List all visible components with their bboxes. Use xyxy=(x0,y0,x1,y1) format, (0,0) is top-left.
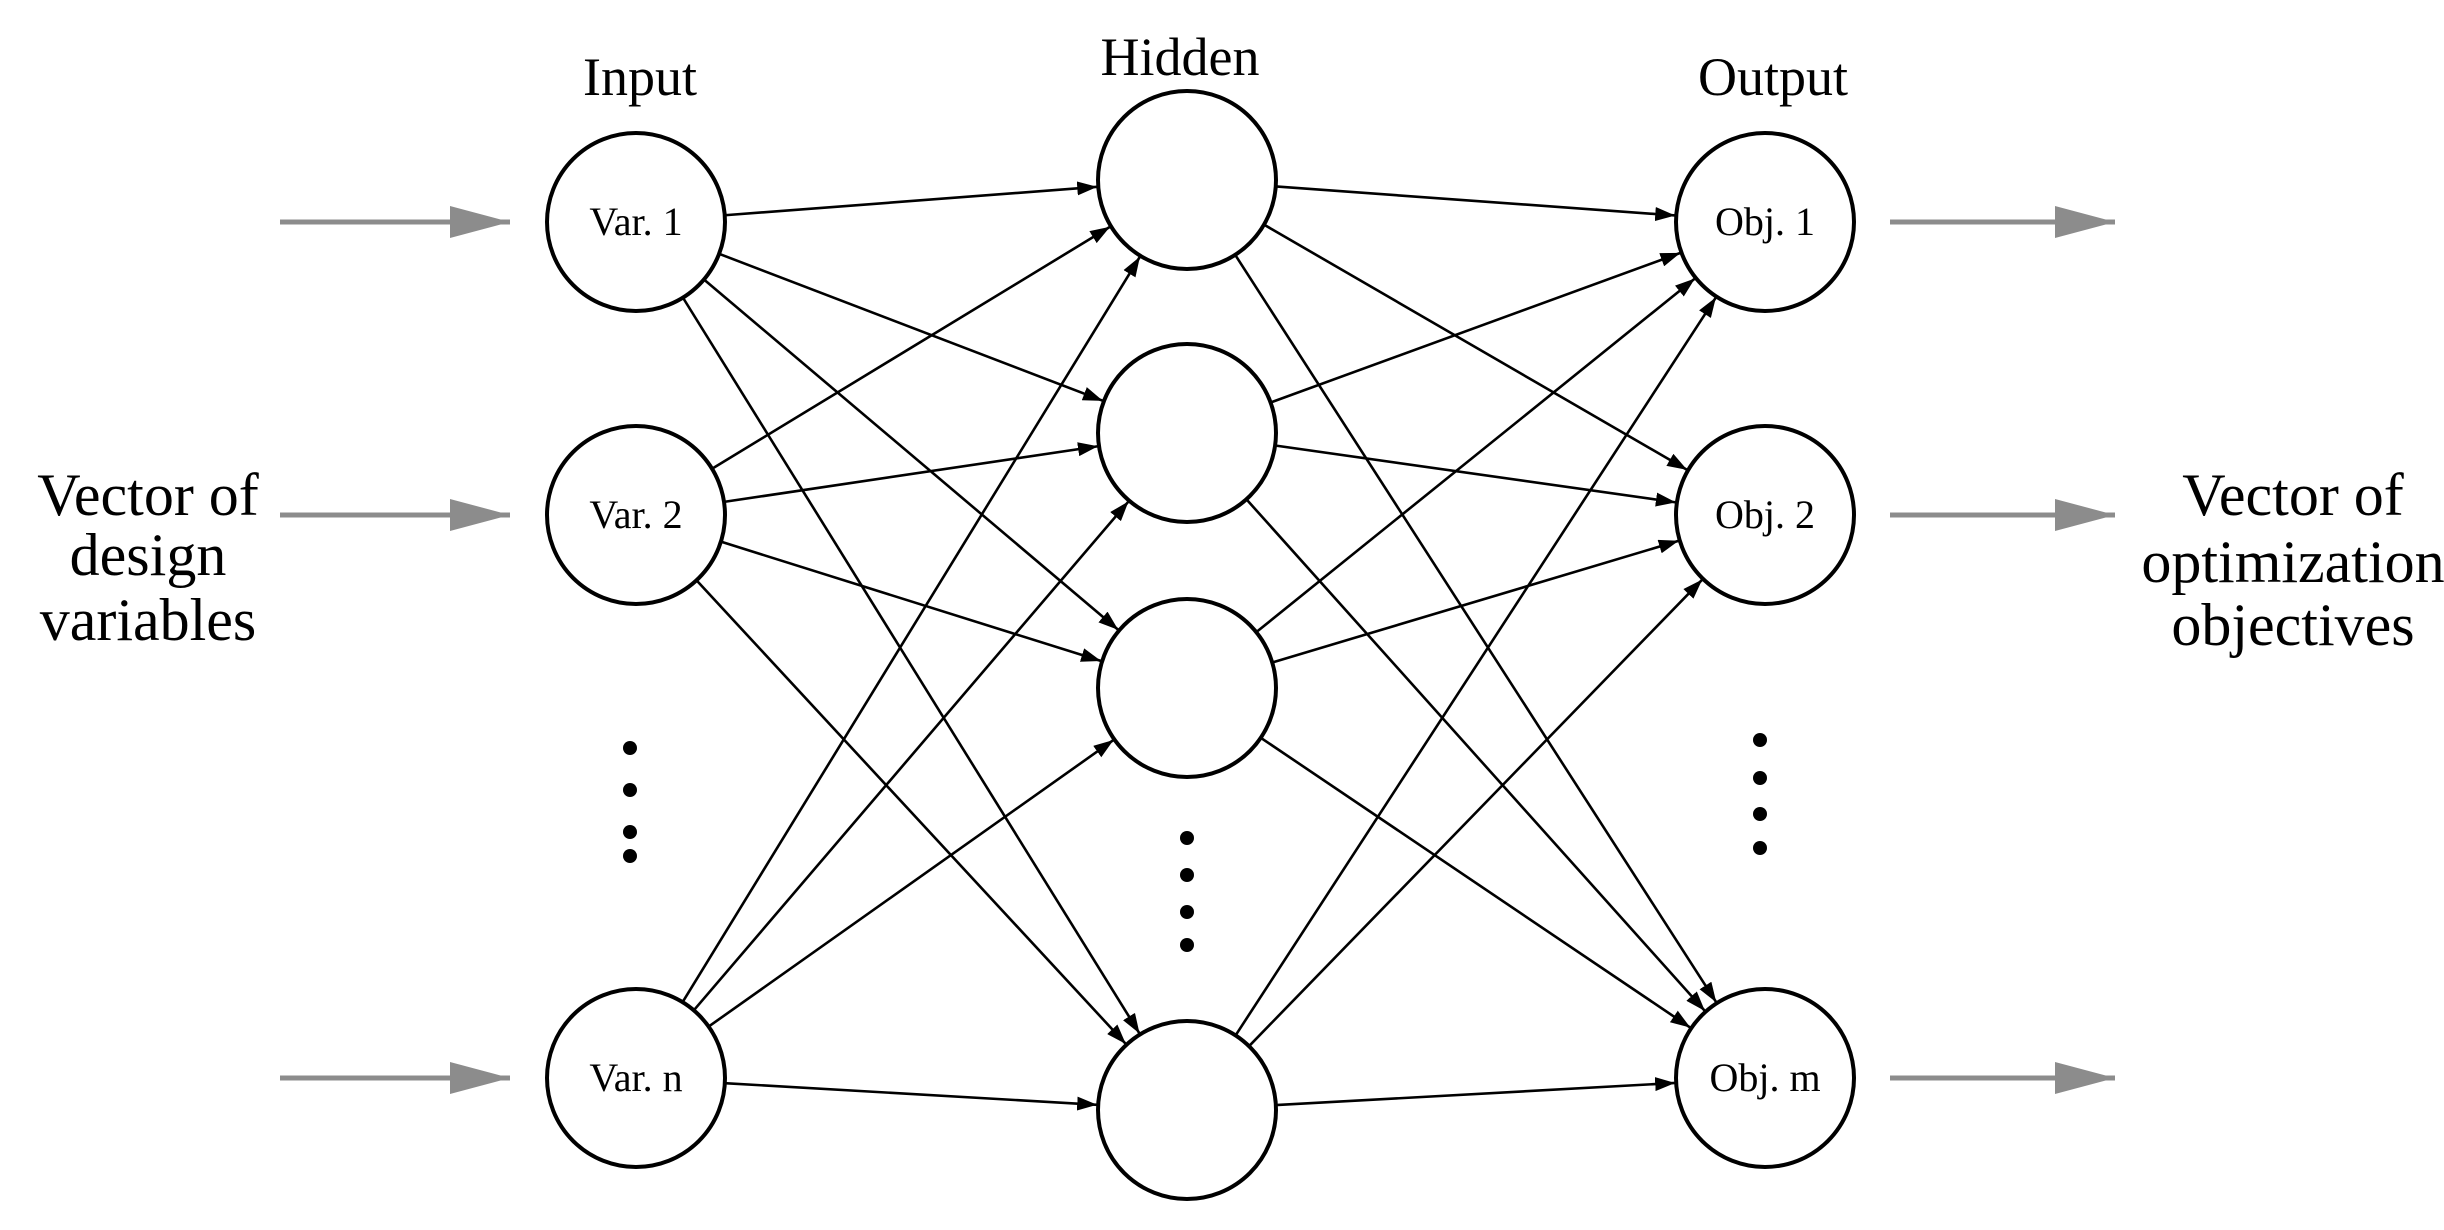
hidden-output-connection xyxy=(1245,498,1706,1012)
input-hidden-connection xyxy=(720,540,1102,663)
hidden-output-connection xyxy=(1248,578,1704,1048)
io-arrows-group xyxy=(280,206,2115,1094)
hidden-output-connection xyxy=(1263,223,1688,471)
hidden-output-connection xyxy=(1275,185,1676,222)
input-node-n: Var. n xyxy=(545,987,727,1169)
hidden-layer-title: Hidden xyxy=(1101,27,1260,87)
left-label-line: design xyxy=(70,522,227,588)
input-hidden-connection xyxy=(718,252,1104,403)
right-label-line: Vector of xyxy=(2182,462,2404,528)
output-node-m: Obj. m xyxy=(1674,987,1856,1169)
input-hidden-connection xyxy=(723,442,1099,504)
right-label-line: optimization xyxy=(2141,529,2444,595)
hidden-ellipsis xyxy=(1180,831,1194,952)
input-hidden-connection xyxy=(681,256,1142,1003)
input-node-label: Var. n xyxy=(589,1055,682,1100)
output-node-label: Obj. m xyxy=(1709,1055,1820,1100)
output-node-label: Obj. 1 xyxy=(1715,199,1815,244)
connections-group xyxy=(681,181,1718,1111)
input-hidden-connection xyxy=(681,296,1141,1035)
hidden-output-connection xyxy=(1270,251,1681,404)
input-node-label: Var. 1 xyxy=(589,199,682,244)
hidden-output-connection xyxy=(1260,736,1692,1029)
input-layer-title: Input xyxy=(583,47,697,107)
hidden-output-connection xyxy=(1271,539,1680,664)
input-hidden-connection xyxy=(724,181,1098,217)
output-node-label: Obj. 2 xyxy=(1715,492,1815,537)
input-hidden-connection xyxy=(707,738,1115,1028)
design-variables-label: Vector of design variables xyxy=(37,462,259,653)
hidden-node-3 xyxy=(1096,597,1278,779)
hidden-output-connection xyxy=(1234,296,1717,1037)
input-hidden-connection xyxy=(692,500,1130,1012)
hidden-output-connection xyxy=(1275,1077,1676,1107)
input-ellipsis xyxy=(623,741,637,863)
hidden-node-2 xyxy=(1096,342,1278,524)
input-node-2: Var. 2 xyxy=(545,424,727,606)
hidden-output-connection xyxy=(1255,277,1696,634)
left-label-line: Vector of xyxy=(37,462,259,528)
hidden-output-connection xyxy=(1234,254,1718,1004)
input-hidden-connection xyxy=(703,278,1120,631)
hidden-node-1 xyxy=(1096,89,1278,271)
input-node-1: Var. 1 xyxy=(545,131,727,313)
input-hidden-connection xyxy=(695,579,1127,1045)
output-ellipsis xyxy=(1753,733,1767,855)
optimization-objectives-label: Vector of optimization objectives xyxy=(2141,462,2444,658)
output-node-1: Obj. 1 xyxy=(1674,131,1856,313)
left-label-line: variables xyxy=(40,587,257,653)
input-hidden-connection xyxy=(711,225,1111,470)
output-node-2: Obj. 2 xyxy=(1674,424,1856,606)
output-layer-title: Output xyxy=(1698,47,1848,107)
input-hidden-connection xyxy=(724,1081,1098,1111)
hidden-output-connection xyxy=(1274,444,1677,507)
input-node-label: Var. 2 xyxy=(589,492,682,537)
right-label-line: objectives xyxy=(2171,592,2414,658)
hidden-node-last xyxy=(1096,1019,1278,1201)
